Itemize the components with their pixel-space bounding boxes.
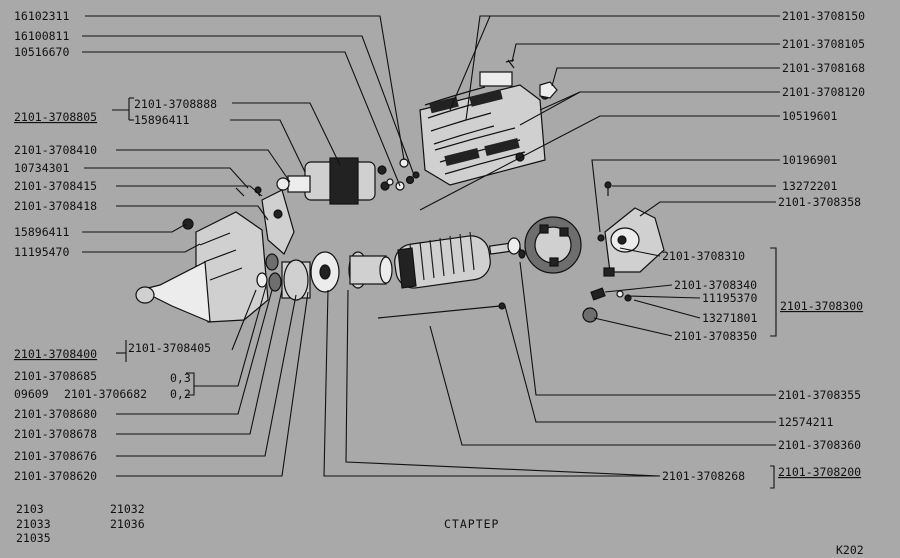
label-15896411-b: 15896411	[14, 225, 69, 239]
label-10519601: 10519601	[782, 109, 837, 123]
model-21035: 21035	[16, 531, 51, 545]
label-10196901: 10196901	[782, 153, 837, 167]
label-2101-3708418: 2101-3708418	[14, 199, 97, 213]
label-2101-3708678: 2101-3708678	[14, 427, 97, 441]
label-2101-3708415: 2101-3708415	[14, 179, 97, 193]
brush-holder	[524, 216, 582, 274]
label-2101-3708310: 2101-3708310	[662, 249, 745, 263]
model-2103: 2103	[16, 502, 44, 516]
solenoid-relay	[276, 157, 390, 205]
model-21033: 21033	[16, 517, 51, 531]
part-number-labels: 16102311 16100811 10516670 2101-3708805 …	[14, 9, 865, 483]
drive-end-housing	[135, 211, 269, 323]
label-2101-3708685: 2101-3708685	[14, 369, 97, 383]
label-2101-3708400: 2101-3708400	[14, 347, 97, 361]
label-2101-3708150: 2101-3708150	[782, 9, 865, 23]
overrunning-clutch	[256, 251, 393, 301]
label-13272201: 13272201	[782, 179, 837, 193]
label-2101-3708168: 2101-3708168	[782, 61, 865, 75]
label-15896411-a: 15896411	[134, 113, 189, 127]
drive-lever	[261, 189, 295, 255]
label-13271801: 13271801	[702, 311, 757, 325]
label-2101-3708200: 2101-3708200	[778, 465, 861, 479]
label-16102311: 16102311	[14, 9, 69, 23]
model-21036: 21036	[110, 517, 145, 531]
washers-and-nuts	[386, 158, 420, 191]
leader-lines	[82, 15, 780, 489]
label-09609: 09609	[14, 387, 49, 401]
starter-parts-illustration	[135, 59, 665, 323]
field-coil-housing	[419, 59, 558, 186]
label-2101-3708120: 2101-3708120	[782, 85, 865, 99]
armature	[394, 231, 526, 289]
label-11195370: 11195370	[702, 291, 757, 305]
label-2101-3708358: 2101-3708358	[778, 195, 861, 209]
label-2101-3708350: 2101-3708350	[674, 329, 757, 343]
label-16100811: 16100811	[14, 29, 69, 43]
label-2101-3708360: 2101-3708360	[778, 438, 861, 452]
label-2101-3706682: 2101-3706682	[64, 387, 147, 401]
label-2101-3708340: 2101-3708340	[674, 278, 757, 292]
label-2101-3708355: 2101-3708355	[778, 388, 861, 402]
label-12574211: 12574211	[778, 415, 833, 429]
commutator-end-cover	[597, 207, 665, 277]
label-2101-3708620: 2101-3708620	[14, 469, 97, 483]
label-2101-3708805: 2101-3708805	[14, 110, 97, 124]
label-10516670: 10516670	[14, 45, 69, 59]
model-list: 2103 21033 21035 21032 21036	[16, 502, 145, 545]
label-2101-3708888: 2101-3708888	[134, 97, 217, 111]
label-2101-3708405: 2101-3708405	[128, 341, 211, 355]
label-shim-0-3: 0,3	[170, 371, 191, 385]
label-2101-3708268: 2101-3708268	[662, 469, 745, 483]
label-2101-3708410: 2101-3708410	[14, 143, 97, 157]
brush-and-fasteners	[582, 181, 632, 323]
label-shim-0-2: 0,2	[170, 387, 191, 401]
label-11195470: 11195470	[14, 245, 69, 259]
label-2101-3708680: 2101-3708680	[14, 407, 97, 421]
label-10734301: 10734301	[14, 161, 69, 175]
through-bolt	[377, 302, 506, 319]
figure-code: К202	[836, 543, 864, 557]
label-2101-3708105: 2101-3708105	[782, 37, 865, 51]
label-2101-3708300: 2101-3708300	[780, 299, 863, 313]
diagram-title: СТАРТЕР	[444, 517, 499, 531]
label-2101-3708676: 2101-3708676	[14, 449, 97, 463]
model-21032: 21032	[110, 502, 145, 516]
